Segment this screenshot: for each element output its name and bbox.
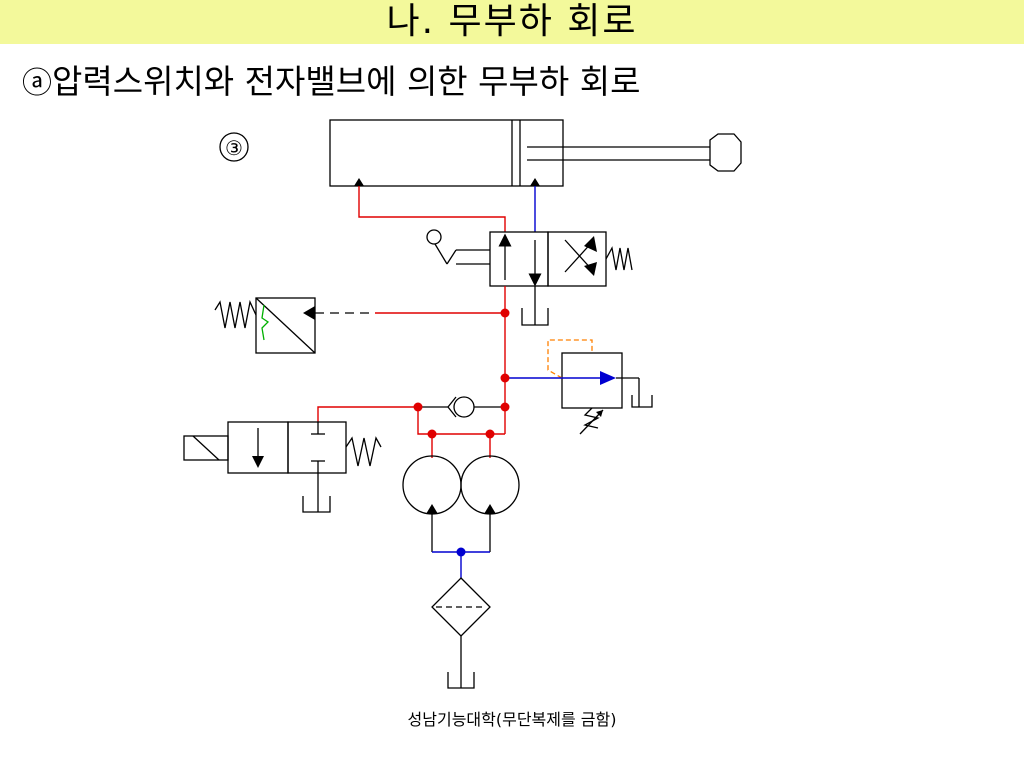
check-bypass-line [417, 407, 505, 435]
circuit-label: ③ [219, 132, 249, 162]
double-pump [402, 455, 520, 552]
relief-valve [505, 339, 653, 435]
solenoid-supply-line [317, 406, 418, 422]
hydraulic-cylinder [329, 119, 742, 187]
directional-valve-lever [426, 229, 633, 287]
spring-mark-icon [261, 304, 270, 341]
lever-knob-icon [426, 229, 442, 245]
footer-credit: 성남기능대학(무단복제를 금함) [407, 710, 617, 729]
title-bar: 나. 무부하 회로 [0, 0, 1024, 44]
section-subtitle: ⓐ압력스위치와 전자밸브에 의한 무부하 회로 [22, 60, 640, 106]
junction-dots [413, 308, 510, 557]
subtitle-text: 압력스위치와 전자밸브에 의한 무부하 회로 [52, 62, 641, 101]
bullet-marker: ⓐ [22, 66, 52, 101]
valve-tank [521, 286, 549, 326]
pressure-switch [214, 297, 505, 354]
cylinder-cap-line [358, 186, 506, 232]
check-valve [418, 396, 505, 418]
filter [431, 577, 491, 689]
page-title: 나. 무부하 회로 [386, 1, 638, 42]
circuit-label-text: ③ [225, 136, 243, 160]
solenoid-valve [183, 421, 382, 513]
